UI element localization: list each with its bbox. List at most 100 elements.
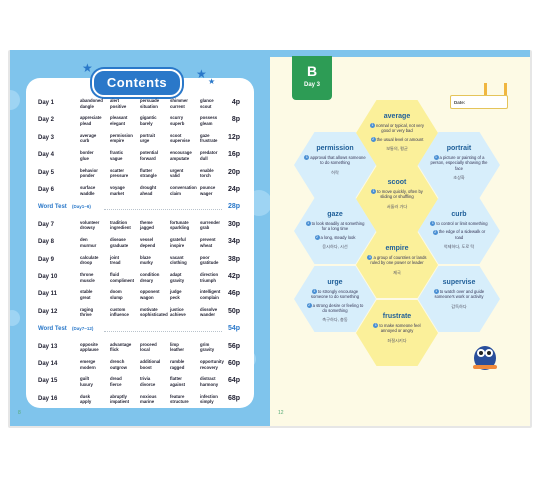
day-label: Day 16: [38, 395, 58, 402]
definition-text: a picture or painting of a person, espec…: [430, 155, 488, 171]
korean-meaning: 제국: [393, 269, 401, 275]
toc-word: poor: [200, 254, 210, 260]
toc-word: inspire: [170, 242, 185, 248]
page-ref: 30p: [227, 220, 240, 228]
definition-number-icon: 1: [433, 155, 439, 161]
toc-word: opponent: [140, 289, 160, 295]
dotted-leader: [104, 331, 222, 333]
definition-text: to look steadily at something for a long…: [311, 221, 365, 232]
toc-word: murmur: [80, 242, 97, 248]
word-test-row[interactable]: Word Test(Day7~12)54p: [38, 323, 248, 339]
definition-number-icon: 1: [305, 221, 311, 227]
toc-word: forward: [140, 155, 156, 161]
page-ref: 38p: [227, 255, 240, 263]
day-badge: B Day 3: [292, 56, 332, 100]
toc-word: pounce: [200, 185, 216, 190]
day-label: Day 6: [38, 187, 55, 193]
page-number: 8: [18, 410, 21, 416]
toc-word: custom: [110, 306, 126, 312]
korean-meaning: 감독하다: [451, 303, 467, 309]
toc-word: outgrow: [110, 364, 127, 370]
page-ref: 56p: [227, 342, 240, 350]
toc-word: harmony: [200, 381, 219, 387]
toc-word: dread: [110, 376, 122, 382]
toc-word: achieve: [170, 312, 186, 318]
day-label: Day 9: [38, 256, 55, 263]
toc-word: glue: [80, 155, 89, 161]
toc-word: ragged: [170, 364, 185, 370]
toc-word: theme: [140, 219, 153, 225]
page-ref: 12p: [227, 133, 240, 141]
toc-word: urge: [140, 138, 150, 144]
toc-word: amputate: [170, 155, 190, 161]
toc-word: predator: [200, 150, 218, 156]
toc-word: applause: [80, 347, 99, 353]
toc-word: market: [110, 190, 125, 196]
toc-word: grateful: [170, 237, 186, 243]
decor-dot: [10, 90, 20, 110]
day-badge-letter: B: [306, 63, 318, 79]
toc-word: alert: [110, 98, 120, 103]
toc-word: abandoned: [80, 98, 103, 103]
toc-word: murky: [140, 260, 153, 266]
toc-word: den: [80, 237, 88, 243]
day-label: Day 13: [38, 343, 58, 350]
word-test-row[interactable]: Word Test(Day1~6)28p: [38, 201, 248, 217]
toc-word: frantic: [110, 150, 124, 156]
vocab-word: empire: [385, 245, 409, 252]
toc-word: additional: [140, 359, 161, 364]
toc-word: marine: [140, 399, 155, 405]
vocab-word: scoot: [387, 179, 407, 186]
toc-word: current: [170, 103, 185, 109]
toc-word: voyage: [110, 185, 125, 190]
toc-word: complain: [200, 294, 219, 300]
definition-text: normal or typical, not very good or very…: [376, 123, 424, 134]
toc-word: opposite: [80, 341, 98, 347]
definition-number-icon: 2: [432, 229, 438, 235]
toc-word: scout: [200, 103, 212, 109]
toc-word: motivate: [140, 306, 158, 312]
vocab-word: supervise: [442, 279, 476, 286]
korean-meaning: 허락: [331, 169, 339, 175]
toc-word: great: [80, 294, 91, 300]
star-icon: ★: [82, 61, 93, 75]
toc-word: wagon: [140, 294, 154, 300]
toc-word: blaze: [140, 254, 151, 260]
toc-word: claim: [170, 190, 181, 196]
peg-icon: [484, 83, 487, 96]
page-ref: 68p: [227, 394, 240, 402]
vocab-word: average: [383, 113, 411, 120]
definition-text: to watch over and guide someone's work o…: [434, 289, 485, 300]
mascot-icon: [473, 346, 497, 370]
day-label: Day 11: [38, 291, 58, 298]
day-label: Day 1: [38, 100, 55, 106]
peg-icon: [504, 83, 507, 96]
toc-word: abruptly: [110, 393, 127, 399]
toc-word: drought: [140, 185, 157, 190]
toc-word: drowsy: [80, 225, 96, 231]
definition-text: a strong desire or feeling to do somethi…: [312, 302, 364, 313]
date-field[interactable]: Date:: [450, 95, 508, 109]
toc-word: gratitude: [200, 260, 219, 266]
toc-word: opportunity: [200, 359, 224, 364]
toc-word: appreciate: [80, 115, 102, 121]
